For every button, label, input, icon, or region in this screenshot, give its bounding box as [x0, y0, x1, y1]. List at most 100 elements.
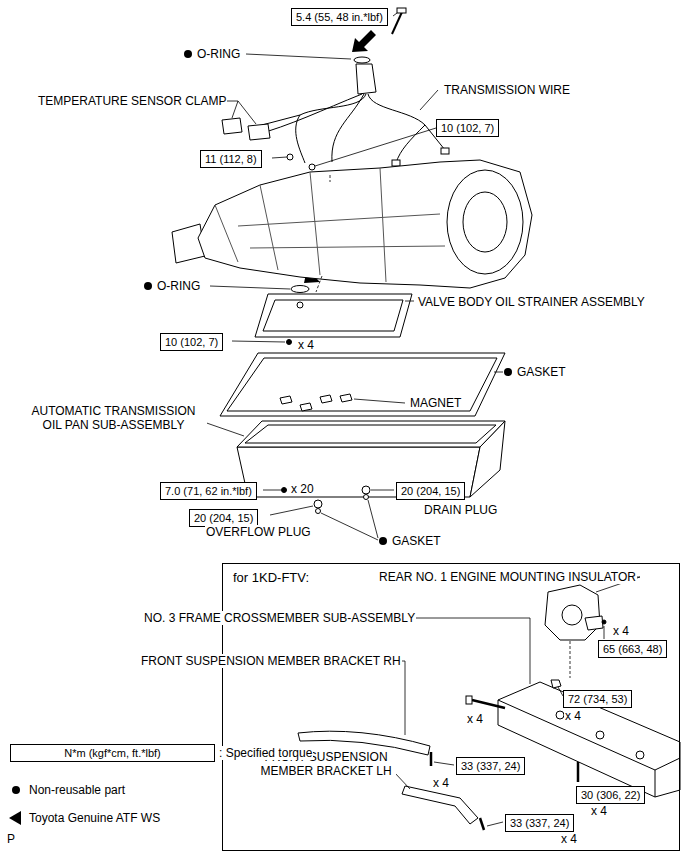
part-name: GASKET — [516, 365, 567, 379]
torque-spec-box: 10 (102, 7) — [160, 333, 223, 351]
transmission-case — [463, 192, 507, 252]
frame-crossmember — [498, 682, 680, 797]
valve-body-strainer — [297, 302, 303, 308]
part-name: DRAIN PLUG — [423, 503, 498, 517]
engine-mounting-insulator — [545, 585, 606, 640]
transmission-wire — [356, 64, 376, 94]
part-name: AUTOMATIC TRANSMISSION OIL PAN SUB-ASSEM… — [20, 404, 207, 432]
leader-line — [232, 341, 285, 342]
frame-crossmember — [472, 700, 505, 708]
frame-crossmember — [466, 696, 472, 704]
suspension-member-bracket — [480, 818, 484, 830]
torque-value: N*m (kgf*cm, ft.*lbf) — [15, 746, 210, 760]
leader-line — [246, 54, 351, 59]
torque-value: 33 (337, 24) — [510, 816, 569, 830]
oil-pan — [282, 488, 287, 493]
leader-line — [402, 618, 530, 684]
torque-value: 11 (112, 8) — [205, 152, 257, 166]
torque-spec-box: 5.4 (55, 48 in.*lbf) — [291, 8, 388, 26]
part-name: GASKET — [391, 534, 442, 548]
engine-mounting-insulator — [545, 585, 600, 640]
leader-line — [487, 822, 503, 826]
leader-line — [354, 399, 405, 403]
quantity-label: x 4 — [564, 709, 582, 723]
engine-mounting-insulator — [585, 616, 603, 630]
leader-line — [390, 661, 405, 735]
frame-crossmember — [556, 711, 564, 719]
frame-crossmember — [498, 700, 680, 797]
transmission-wire — [296, 115, 305, 163]
suspension-member-bracket — [402, 786, 478, 824]
torque-spec-box: 65 (663, 48) — [598, 640, 667, 658]
torque-spec-box: 33 (337, 24) — [505, 814, 574, 832]
valve-body-strainer — [287, 340, 292, 345]
torque-spec-box: 7.0 (71, 62 in.*lbf) — [160, 482, 257, 500]
magnet — [320, 395, 332, 403]
transmission-wire — [392, 12, 402, 34]
leader-line — [405, 301, 414, 302]
part-name: VALVE BODY OIL STRAINER ASSEMBLY — [417, 295, 646, 309]
leader-line — [210, 286, 290, 289]
leader-line — [272, 157, 287, 158]
leader-line — [368, 500, 378, 538]
non-reusable-mark — [504, 368, 512, 376]
oil-pan — [245, 425, 496, 443]
part-name: MAGNET — [409, 396, 462, 410]
quantity-label: x 20 — [290, 482, 315, 496]
torque-spec-box: 33 (337, 24) — [456, 757, 525, 775]
transmission-wire — [397, 8, 406, 13]
torque-value: 33 (337, 24) — [461, 759, 520, 773]
quantity-label: x 4 — [297, 338, 315, 352]
part-name: FRONT SUSPENSION MEMBER BRACKET RH — [140, 654, 402, 668]
frame-crossmember — [596, 731, 604, 739]
torque-spec-box: 72 (734, 53) — [563, 690, 632, 708]
part-name: TEMPERATURE SENSOR CLAMP — [37, 94, 227, 108]
quantity-label: x 4 — [560, 832, 578, 846]
transmission-case — [172, 154, 532, 288]
frame-crossmember — [466, 680, 680, 797]
part-name: NO. 3 FRAME CROSSMEMBER SUB-ASSEMBLY — [143, 611, 416, 625]
engine-mounting-insulator — [562, 605, 582, 625]
torque-spec-box: 10 (102, 7) — [436, 119, 499, 137]
transmission-case — [287, 154, 293, 160]
part-name: OVERFLOW PLUG — [205, 525, 312, 539]
frame-crossmember — [577, 762, 580, 782]
region-title: for 1KD-FTV: — [233, 570, 309, 586]
magnet — [340, 394, 352, 402]
transmission-case — [309, 164, 315, 170]
leader-line — [321, 513, 378, 540]
torque-legend-box: N*m (kgf*cm, ft.*lbf) — [10, 744, 215, 762]
leader-line — [420, 90, 438, 110]
valve-body-strainer — [291, 286, 309, 293]
leader-line — [263, 490, 281, 491]
oil-pan-gasket — [220, 353, 505, 416]
oil-pan-gasket — [227, 358, 497, 411]
part-name: O-RING — [156, 279, 201, 293]
torque-value: 10 (102, 7) — [165, 335, 218, 349]
variant-region: for 1KD-FTV: 65 (663, 48) 72 (734, 53) 33 (… — [222, 563, 680, 851]
leader-line — [198, 13, 640, 826]
oil-pan — [364, 495, 369, 500]
engine-mounting-insulator — [602, 620, 606, 624]
leader-line — [315, 128, 436, 166]
leader-line — [330, 175, 331, 182]
transmission-case — [198, 160, 532, 288]
non-reusable-mark — [184, 50, 192, 58]
non-reusable-mark — [12, 50, 512, 794]
leader-line — [238, 101, 256, 124]
valve-body-strainer — [255, 294, 412, 337]
torque-value: 20 (204, 15) — [401, 484, 460, 498]
transmission-wire — [252, 8, 449, 166]
torque-value: 5.4 (55, 48 in.*lbf) — [296, 10, 383, 24]
torque-value: 30 (306, 22) — [581, 788, 640, 802]
transmission-wire — [368, 94, 445, 150]
leader-line — [393, 13, 397, 16]
oil-pan — [362, 486, 370, 494]
oil-pan — [316, 509, 321, 514]
non-reusable-mark — [144, 282, 152, 290]
torque-value: 7.0 (71, 62 in.*lbf) — [165, 484, 252, 498]
torque-value: 10 (102, 7) — [441, 121, 494, 135]
atf-legend-arrow — [9, 811, 21, 825]
magnet — [280, 396, 292, 404]
figure-code: P — [6, 832, 16, 846]
